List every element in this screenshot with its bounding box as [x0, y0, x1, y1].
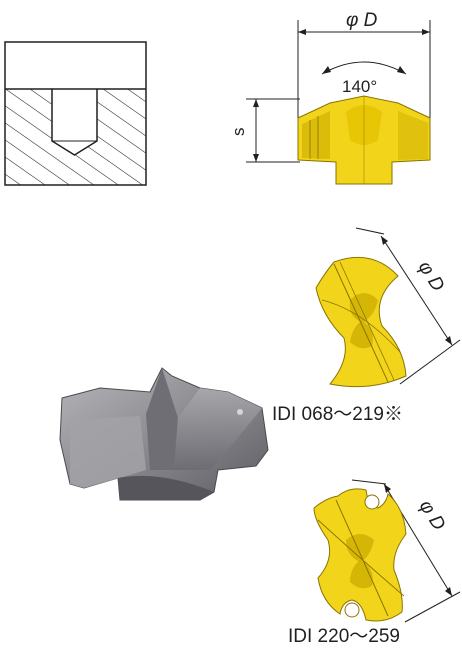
angle-label: 140°	[342, 77, 377, 96]
diameter-label-mid: φ D	[414, 258, 449, 296]
caption-range-2: IDI 220～259	[288, 626, 400, 647]
caption-range-1: IDI 068～219※	[272, 404, 403, 425]
insert-end-view-1: φ D	[315, 227, 461, 388]
insert-end-view-2: φ D	[313, 479, 461, 623]
insert-photo	[59, 367, 269, 501]
depth-label: s	[229, 128, 248, 137]
diameter-label-bottom: φ D	[415, 497, 450, 535]
blind-hole	[51, 88, 98, 156]
diameter-label-top: φ D	[346, 10, 378, 31]
insert-side-view: φ D 140° s	[229, 10, 431, 185]
workpiece-section	[4, 41, 147, 186]
